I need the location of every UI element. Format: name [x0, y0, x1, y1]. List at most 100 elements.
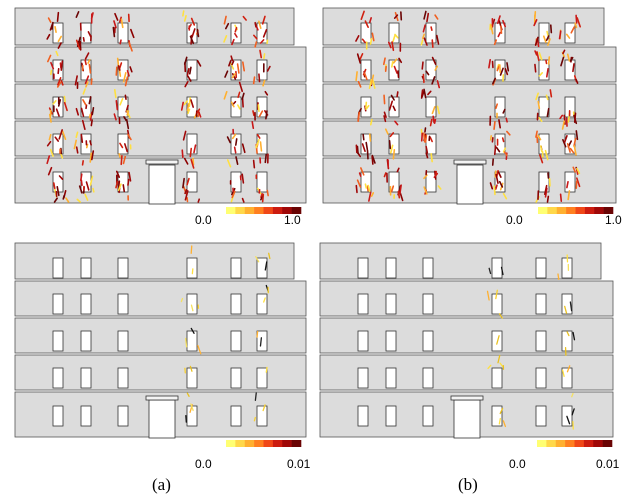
colorbar-swatch — [273, 207, 283, 214]
crack-stroke — [90, 114, 91, 117]
crack-stroke — [567, 182, 568, 188]
crack-stroke — [535, 65, 536, 72]
caption-b: (b) — [458, 475, 478, 494]
crack-stroke — [491, 136, 492, 140]
crack-stroke — [236, 139, 237, 145]
facade-panel-bottom-a: 0.0 0.01 — [15, 243, 311, 471]
crack-stroke — [549, 57, 550, 64]
crack-stroke — [433, 116, 434, 122]
crack-stroke — [116, 101, 117, 110]
crack-stroke — [83, 161, 84, 165]
crack-stroke — [576, 15, 577, 22]
crack-stroke — [398, 191, 399, 197]
crack-stroke — [243, 99, 244, 107]
door-opening — [454, 160, 486, 204]
crack-stroke — [575, 113, 576, 122]
crack-stroke — [360, 173, 361, 176]
crack-stroke — [64, 97, 65, 103]
crack-stroke — [558, 274, 559, 279]
crack-stroke — [77, 147, 78, 153]
colorbar-swatch — [264, 207, 274, 214]
colorbar-min-label: 0.0 — [195, 213, 212, 227]
colorbar-swatch — [585, 207, 595, 214]
crack-stroke — [384, 95, 385, 103]
colorbar-swatch — [556, 440, 566, 447]
facade-panel-top-b: 0.0 1.0 — [323, 8, 622, 227]
crack-stroke — [93, 189, 94, 192]
crack-stroke — [372, 157, 373, 165]
crack-stroke — [495, 146, 496, 154]
colorbar-swatch — [226, 440, 236, 447]
crack-stroke — [55, 27, 56, 32]
colorbar-swatch — [245, 207, 255, 214]
crack-stroke — [366, 143, 367, 150]
colorbar-swatch — [547, 207, 557, 214]
colorbar-swatch — [546, 440, 556, 447]
colorbar-max-label: 1.0 — [284, 213, 301, 227]
facade-panel-bottom-b: 0.0 0.01 — [320, 243, 620, 471]
colorbar-max-label: 0.01 — [287, 457, 311, 471]
colorbar-swatch — [594, 207, 604, 214]
colorbar-swatch — [537, 440, 547, 447]
crack-stroke — [266, 111, 267, 119]
crack-stroke — [182, 150, 183, 157]
crack-stroke — [561, 194, 562, 201]
crack-stroke — [371, 39, 372, 45]
crack-stroke — [92, 108, 93, 115]
crack-stroke — [576, 131, 577, 139]
crack-stroke — [127, 111, 128, 115]
crack-stroke — [425, 128, 426, 132]
colorbar-min-label: 0.0 — [195, 457, 212, 471]
colorbar-swatch — [584, 440, 594, 447]
colorbar-gradient — [226, 440, 301, 447]
crack-stroke — [128, 180, 129, 186]
crack-stroke — [186, 338, 187, 346]
door-opening — [146, 160, 178, 204]
crack-stroke — [432, 40, 433, 47]
crack-stroke — [501, 26, 502, 33]
crack-stroke — [573, 64, 574, 71]
crack-stroke — [392, 62, 393, 67]
colorbar-swatch — [565, 440, 575, 447]
crack-stroke — [431, 154, 432, 162]
crack-stroke — [91, 120, 92, 125]
crack-stroke — [81, 135, 82, 143]
crack-stroke — [424, 133, 425, 142]
crack-stroke — [506, 118, 507, 122]
crack-stroke — [115, 90, 116, 98]
crack-stroke — [494, 122, 495, 129]
colorbar-swatch — [245, 440, 255, 447]
colorbar-swatch — [557, 207, 567, 214]
crack-stroke — [81, 174, 82, 180]
crack-stroke — [254, 77, 255, 83]
crack-stroke — [541, 146, 542, 151]
crack-stroke — [81, 180, 82, 185]
crack-stroke — [255, 23, 256, 27]
colorbar-swatch — [593, 440, 603, 447]
crack-stroke — [125, 95, 126, 99]
colorbar-swatch — [575, 440, 585, 447]
crack-stroke — [265, 155, 266, 163]
crack-stroke — [390, 141, 391, 149]
colorbar-swatch — [235, 207, 245, 214]
crack-stroke — [58, 13, 59, 22]
crack-stroke — [254, 418, 255, 421]
door-opening — [451, 396, 483, 438]
colorbar-swatch — [603, 440, 613, 447]
crack-stroke — [198, 199, 199, 202]
crack-stroke — [252, 122, 253, 128]
colorbar-swatch — [576, 207, 586, 214]
crack-stroke — [358, 113, 359, 122]
crack-stroke — [197, 30, 198, 37]
colorbar-max-label: 1.0 — [605, 213, 622, 227]
crack-stroke — [503, 138, 504, 141]
crack-stroke — [546, 60, 547, 63]
crack-stroke — [264, 54, 265, 58]
crack-stroke — [85, 60, 86, 64]
crack-stroke — [254, 160, 255, 167]
crack-stroke — [61, 61, 62, 70]
crack-stroke — [63, 196, 64, 199]
colorbar-swatch — [273, 440, 283, 447]
colorbar-swatch — [282, 440, 292, 447]
crack-stroke — [548, 196, 549, 202]
